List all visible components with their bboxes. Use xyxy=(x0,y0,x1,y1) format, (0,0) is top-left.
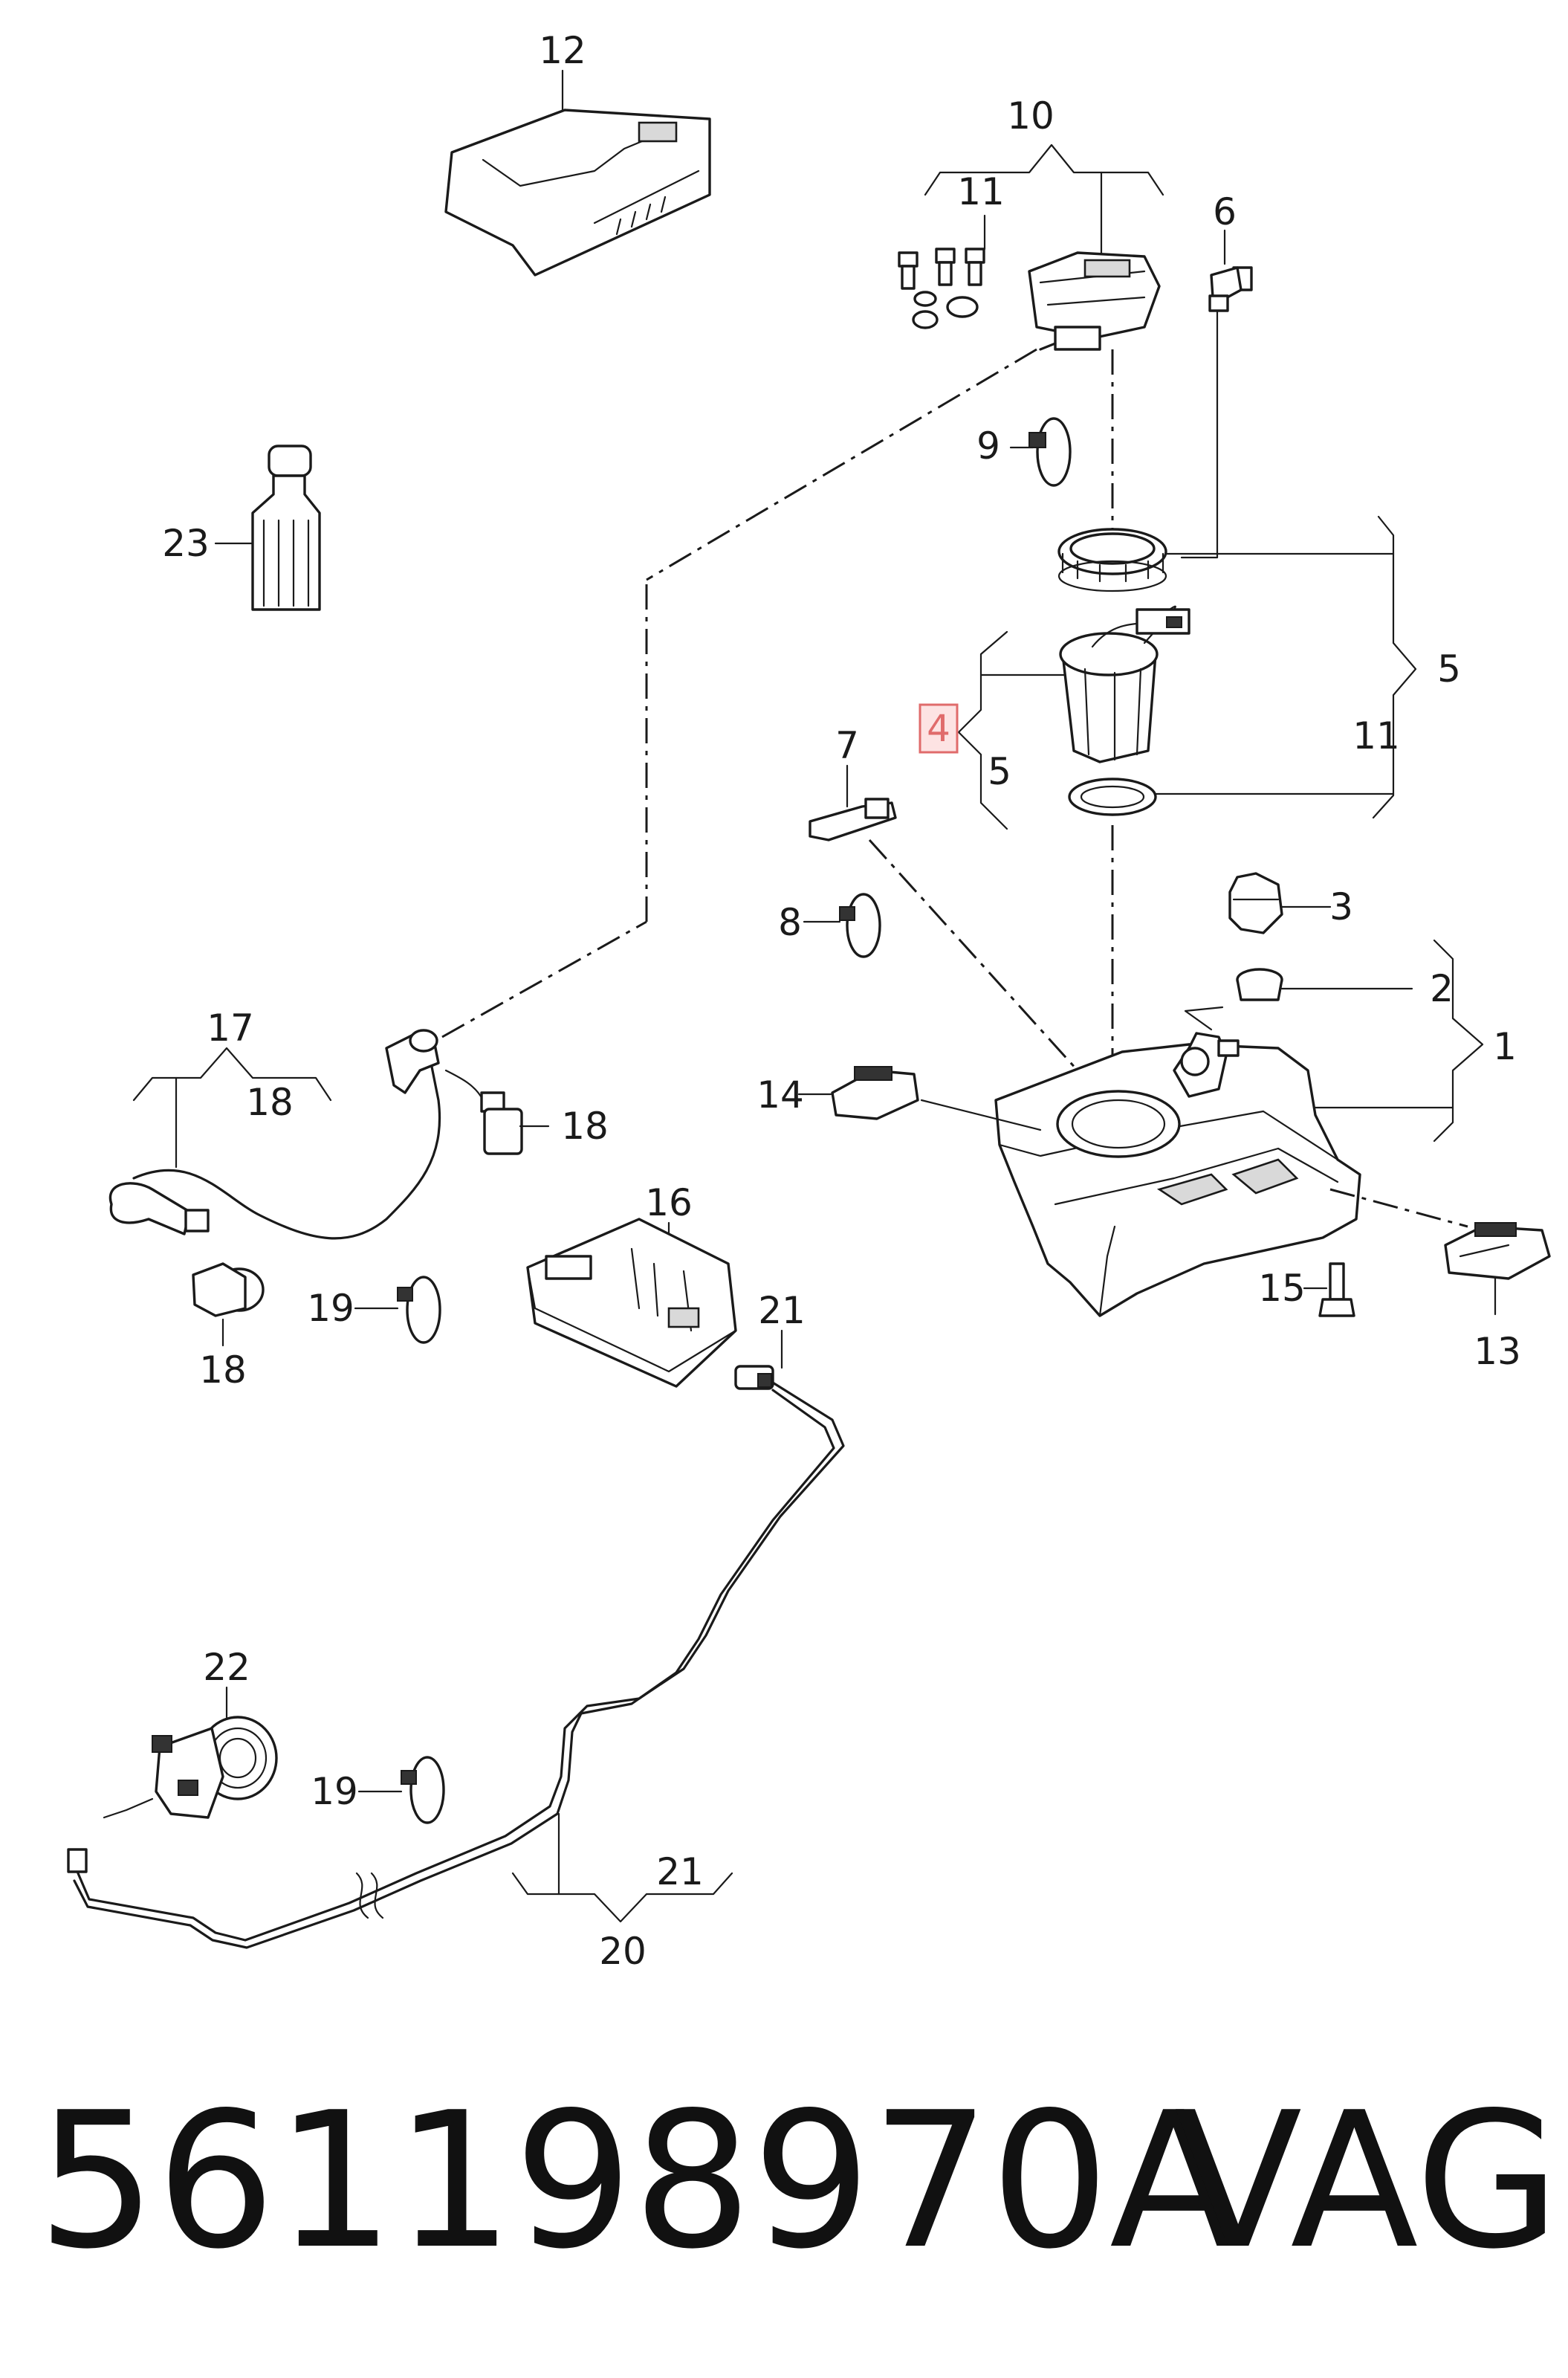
callout-19-lower: 19 xyxy=(311,1770,358,1813)
brace-17-18 xyxy=(132,1047,332,1169)
part-12-cover[interactable] xyxy=(444,109,711,277)
part-7-bracket[interactable] xyxy=(809,764,897,841)
part-11-locking-ring[interactable] xyxy=(1057,528,1167,592)
part-16-holder[interactable] xyxy=(526,1218,737,1388)
callout-21-bottom: 21 xyxy=(656,1850,704,1893)
part-19-clip-upper[interactable] xyxy=(354,1276,441,1344)
part-14-sensor[interactable] xyxy=(797,1066,1042,1131)
callout-18-lower: 18 xyxy=(199,1348,247,1392)
part-4-fuel-pump[interactable] xyxy=(979,605,1190,763)
part-23-bottle[interactable] xyxy=(214,445,321,611)
brace-20-21 xyxy=(511,1812,733,1923)
leader-7-to-tank xyxy=(868,839,1079,1072)
part-22-valve[interactable] xyxy=(103,1686,278,1819)
part-3-cap[interactable] xyxy=(1228,872,1332,934)
part-6-elbow[interactable] xyxy=(1208,229,1253,312)
part-10-control-unit[interactable] xyxy=(1028,251,1161,351)
part-21-line-connector[interactable] xyxy=(734,1329,783,1390)
callout-19-upper: 19 xyxy=(307,1287,354,1330)
callout-labels: 12 10 11 6 9 23 5 11 5 7 8 3 2 1 14 15 1… xyxy=(162,29,1521,1973)
callout-8: 8 xyxy=(778,901,802,944)
leader-6 xyxy=(1180,311,1219,559)
callout-2: 2 xyxy=(1430,967,1454,1010)
leader-hose-17-up xyxy=(441,920,647,1038)
part-18-plug-lower[interactable] xyxy=(192,1262,265,1347)
part-18-plug-upper[interactable] xyxy=(444,1069,550,1155)
part-1-fuel-tank[interactable] xyxy=(994,1006,1361,1317)
part-2-grommet[interactable] xyxy=(1236,968,1413,1001)
part-20-fuel-line[interactable] xyxy=(67,1381,845,1949)
part-11-screws[interactable] xyxy=(898,214,986,329)
callout-5-right: 5 xyxy=(1437,647,1461,691)
callout-4-highlighted[interactable]: 4 xyxy=(919,703,959,754)
part-15-bolt[interactable] xyxy=(1303,1262,1355,1317)
brand-name: VAG xyxy=(1174,2072,1561,2290)
part-19-clip-lower[interactable] xyxy=(357,1756,445,1824)
callout-9: 9 xyxy=(976,424,1000,468)
callout-18-brace: 18 xyxy=(246,1081,294,1124)
part-17-sensor-lead[interactable] xyxy=(108,1029,441,1240)
callout-15: 15 xyxy=(1258,1267,1306,1310)
callout-6: 6 xyxy=(1213,190,1237,233)
leader-tank-to-13 xyxy=(1329,1188,1468,1228)
leader-10-to-hose xyxy=(646,348,1037,581)
callout-10: 10 xyxy=(1007,94,1054,138)
callout-16: 16 xyxy=(645,1181,693,1224)
part-9-clip[interactable] xyxy=(1009,417,1072,487)
part-13-connector[interactable] xyxy=(1444,1222,1551,1316)
part-number: 561198970A xyxy=(37,2072,1238,2290)
callout-7: 7 xyxy=(835,724,859,767)
svg-text:4: 4 xyxy=(927,707,950,750)
callout-21-top: 21 xyxy=(758,1289,806,1332)
brace-5-left xyxy=(957,630,1008,830)
part-8-clip[interactable] xyxy=(803,893,881,958)
callout-11-right: 11 xyxy=(1352,714,1400,757)
callout-20: 20 xyxy=(599,1930,647,1973)
callout-3: 3 xyxy=(1329,885,1353,928)
callout-5-left: 5 xyxy=(988,750,1011,793)
callout-22: 22 xyxy=(203,1646,250,1689)
callout-11-top: 11 xyxy=(957,170,1005,213)
callout-13: 13 xyxy=(1474,1330,1521,1373)
brace-1 xyxy=(1306,939,1484,1143)
callout-14: 14 xyxy=(757,1073,804,1117)
callout-12: 12 xyxy=(539,29,586,72)
brace-5-11-right xyxy=(1154,515,1417,819)
brace-10 xyxy=(924,143,1164,254)
callout-23: 23 xyxy=(162,522,210,565)
callout-1: 1 xyxy=(1493,1025,1517,1068)
part-seal-ring[interactable] xyxy=(1068,778,1157,816)
callout-17: 17 xyxy=(207,1007,254,1050)
callout-18-upper: 18 xyxy=(561,1105,609,1148)
part-number-footer: 561198970A VAG xyxy=(37,2070,1561,2301)
